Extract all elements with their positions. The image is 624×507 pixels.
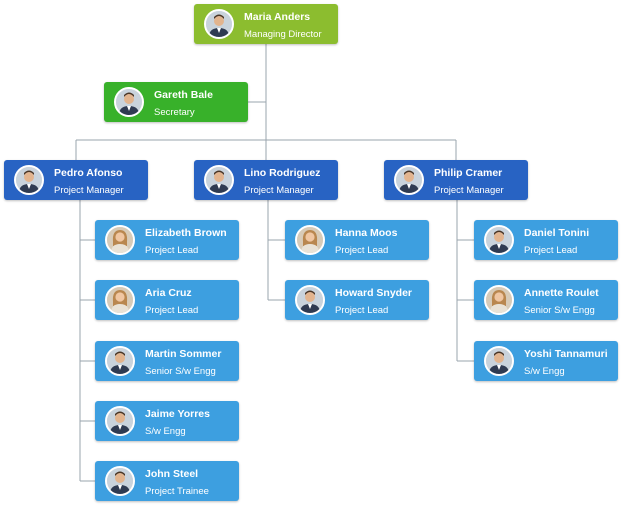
node-name: Philip Cramer — [434, 167, 503, 179]
node-name: Aria Cruz — [145, 287, 192, 299]
node-title: Project Lead — [145, 245, 199, 256]
node-title: Project Lead — [145, 305, 199, 316]
node-name: Hanna Moos — [335, 227, 398, 239]
man-avatar-icon — [204, 165, 234, 195]
node-title: Senior S/w Engg — [145, 366, 216, 377]
node-name: Elizabeth Brown — [145, 227, 227, 239]
node-title: Managing Director — [244, 29, 322, 40]
node-title: Project Lead — [335, 245, 389, 256]
node-name: Maria Anders — [244, 11, 311, 23]
node-name: Gareth Bale — [154, 89, 213, 101]
man-avatar-icon — [105, 346, 135, 376]
node-name: John Steel — [145, 468, 199, 480]
man-avatar-icon — [484, 346, 514, 376]
node-name: Daniel Tonini — [524, 227, 590, 239]
node-title: Project Manager — [244, 185, 314, 196]
node-title: Project Trainee — [145, 486, 209, 497]
man-avatar-icon — [105, 466, 135, 496]
woman-avatar-icon — [484, 285, 514, 315]
node-name: Pedro Afonso — [54, 167, 123, 179]
node-title: Project Manager — [54, 185, 124, 196]
node-name: Howard Snyder — [335, 287, 413, 299]
man-avatar-icon — [14, 165, 44, 195]
man-avatar-icon — [105, 406, 135, 436]
man-avatar-icon — [484, 225, 514, 255]
woman-avatar-icon — [105, 285, 135, 315]
node-title: Project Lead — [524, 245, 578, 256]
man-avatar-icon — [295, 285, 325, 315]
man-avatar-icon — [394, 165, 424, 195]
node-name: Lino Rodriguez — [244, 167, 321, 179]
man-avatar-icon — [114, 87, 144, 117]
node-title: Senior S/w Engg — [524, 305, 595, 316]
node-name: Yoshi Tannamuri — [524, 348, 608, 360]
node-title: S/w Engg — [145, 426, 186, 437]
node-title: S/w Engg — [524, 366, 565, 377]
woman-avatar-icon — [295, 225, 325, 255]
woman-avatar-icon — [105, 225, 135, 255]
node-title: Secretary — [154, 107, 195, 118]
node-name: Annette Roulet — [524, 287, 599, 299]
node-name: Martin Sommer — [145, 348, 222, 360]
node-name: Jaime Yorres — [145, 408, 210, 420]
node-title: Project Manager — [434, 185, 504, 196]
node-title: Project Lead — [335, 305, 389, 316]
man-avatar-icon — [204, 9, 234, 39]
